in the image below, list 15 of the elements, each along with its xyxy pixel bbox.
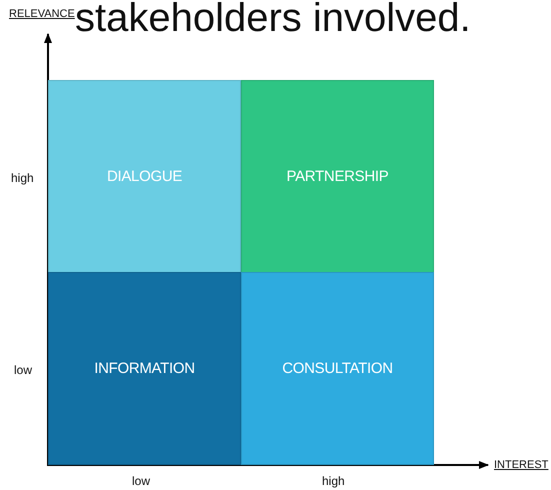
quadrant-label: CONSULTATION xyxy=(282,360,393,377)
quadrant-cell xyxy=(241,80,434,273)
axis-title: INTEREST xyxy=(494,459,548,471)
tick-label: high xyxy=(11,171,34,185)
quadrant-label: DIALOGUE xyxy=(106,168,182,185)
heading-text: stakeholders involved. xyxy=(75,0,471,41)
tick-label: low xyxy=(14,363,32,377)
quadrant-cell xyxy=(241,272,434,465)
quadrant-label: INFORMATION xyxy=(94,360,195,377)
axis-title: RELEVANCE xyxy=(9,8,75,20)
quadrant-label: PARTNERSHIP xyxy=(286,168,388,185)
tick-label: high xyxy=(322,474,345,488)
tick-label: low xyxy=(132,474,150,488)
quadrant-cell xyxy=(48,272,241,465)
quadrant-cell xyxy=(48,80,241,273)
